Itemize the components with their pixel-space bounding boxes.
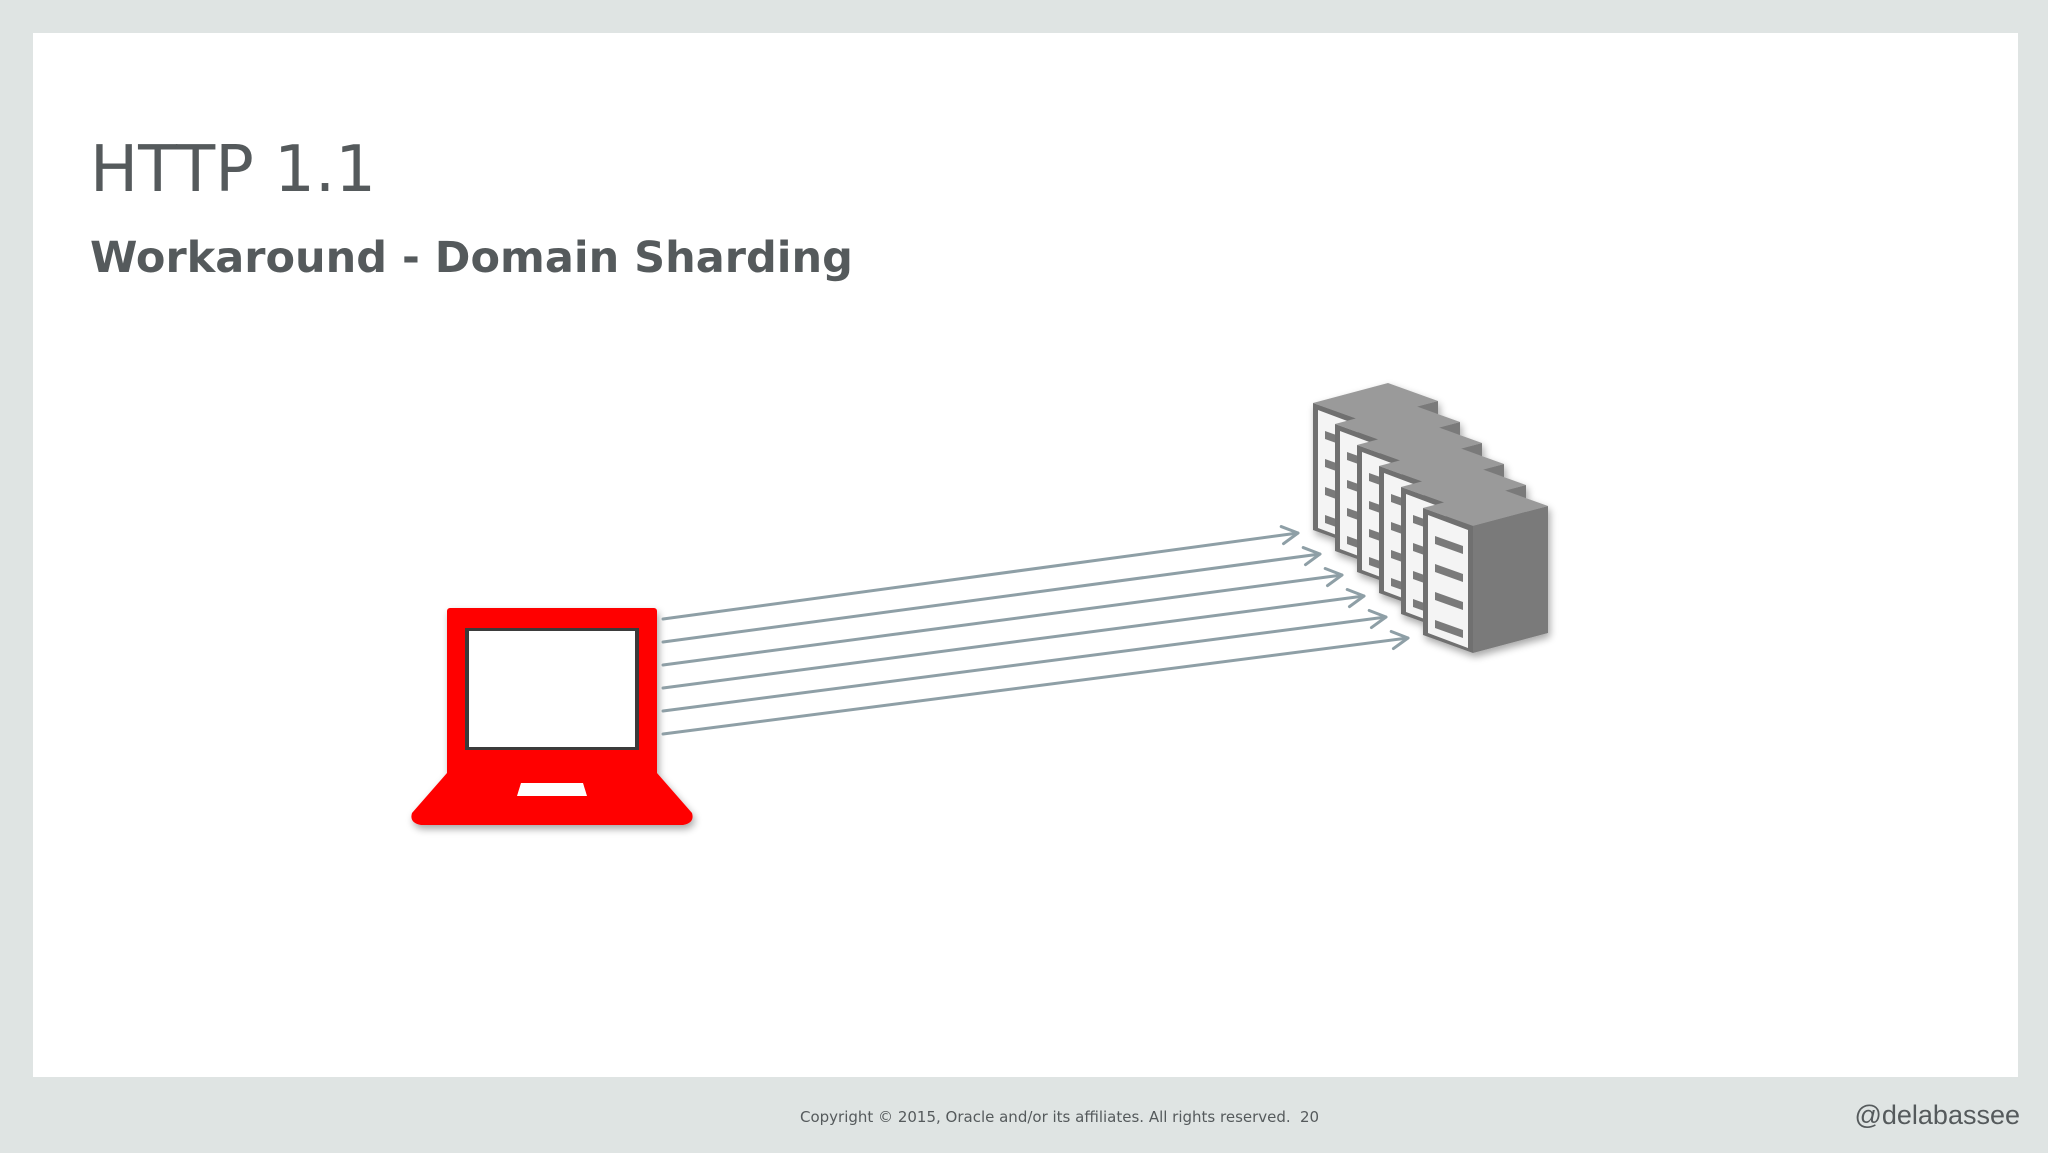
page-number: 20 [1300,1108,1320,1126]
slide-subtitle: Workaround - Domain Sharding [90,233,853,283]
connection-arrows [661,525,1410,736]
laptop-icon [411,608,693,825]
slide: HTTP 1.1 Workaround - Domain Sharding [33,33,2018,1077]
copyright-notice: Copyright © 2015, Oracle and/or its affi… [800,1108,1291,1126]
slide-title: HTTP 1.1 [90,133,376,207]
connection-arrow [661,546,1322,644]
server-stack [1313,383,1548,653]
domain-sharding-diagram [411,383,1548,825]
connection-arrow [661,587,1366,690]
server-icon [1423,488,1548,653]
connection-arrow [661,608,1388,713]
connection-arrow [661,629,1410,736]
connection-arrow [661,525,1300,621]
connection-arrow [661,567,1344,667]
twitter-handle: @delabassee [1854,1100,2020,1130]
